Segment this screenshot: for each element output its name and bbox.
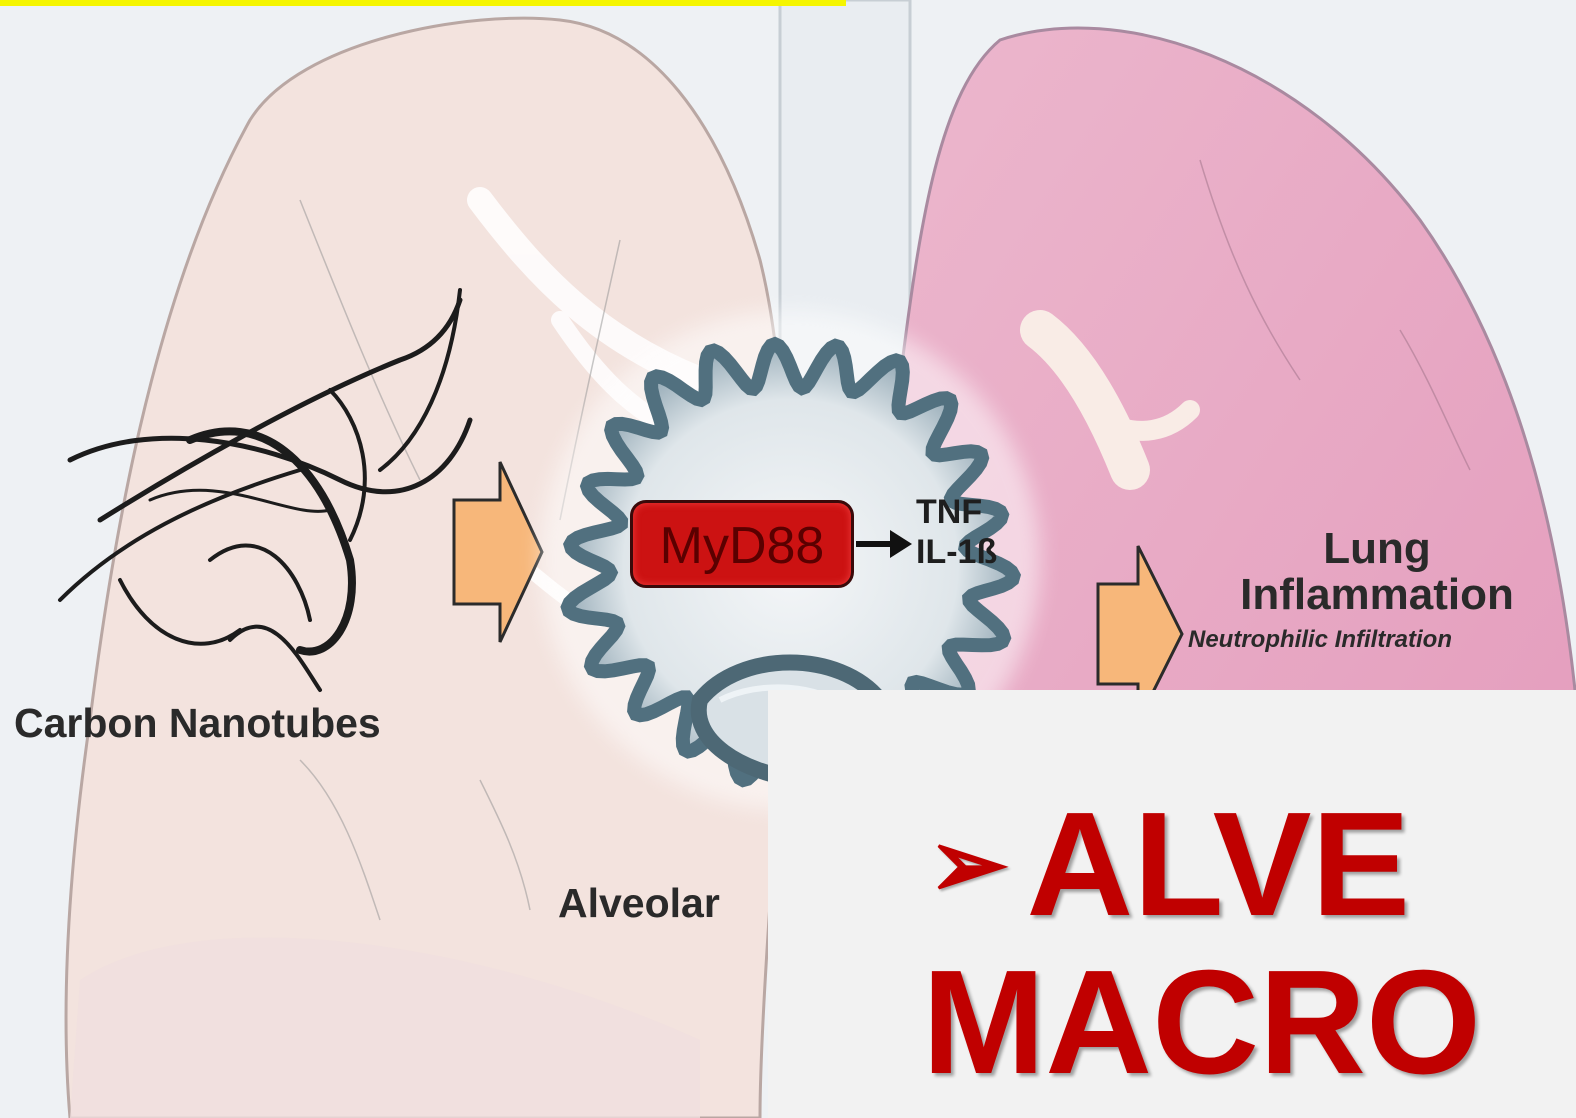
- title-line-1: ALVE: [1026, 782, 1410, 947]
- arrow-bullet-icon: ➢: [928, 786, 1008, 944]
- neutrophilic-label: Neutrophilic Infiltration: [1188, 626, 1572, 654]
- carbon-nanotubes-label: Carbon Nanotubes: [14, 700, 381, 747]
- il1b-label: IL-1ß: [916, 532, 997, 572]
- lung-label: Lung: [1182, 526, 1572, 572]
- alveolar-label: Alveolar: [558, 880, 720, 927]
- lung-inflammation-label: Lung Inflammation Neutrophilic Infiltrat…: [1182, 526, 1572, 654]
- slide-title-panel: ➢ALVE MACRO: [768, 690, 1576, 1118]
- myd88-box: MyD88: [630, 500, 854, 588]
- slide-title: ➢ALVE MACRO: [928, 786, 1481, 1102]
- highlight-bar: [0, 0, 846, 6]
- inflammation-label: Inflammation: [1182, 572, 1572, 618]
- title-line-2: MACRO: [922, 944, 1481, 1102]
- cytokine-labels: TNF IL-1ß: [916, 492, 997, 572]
- tnf-label: TNF: [916, 492, 997, 532]
